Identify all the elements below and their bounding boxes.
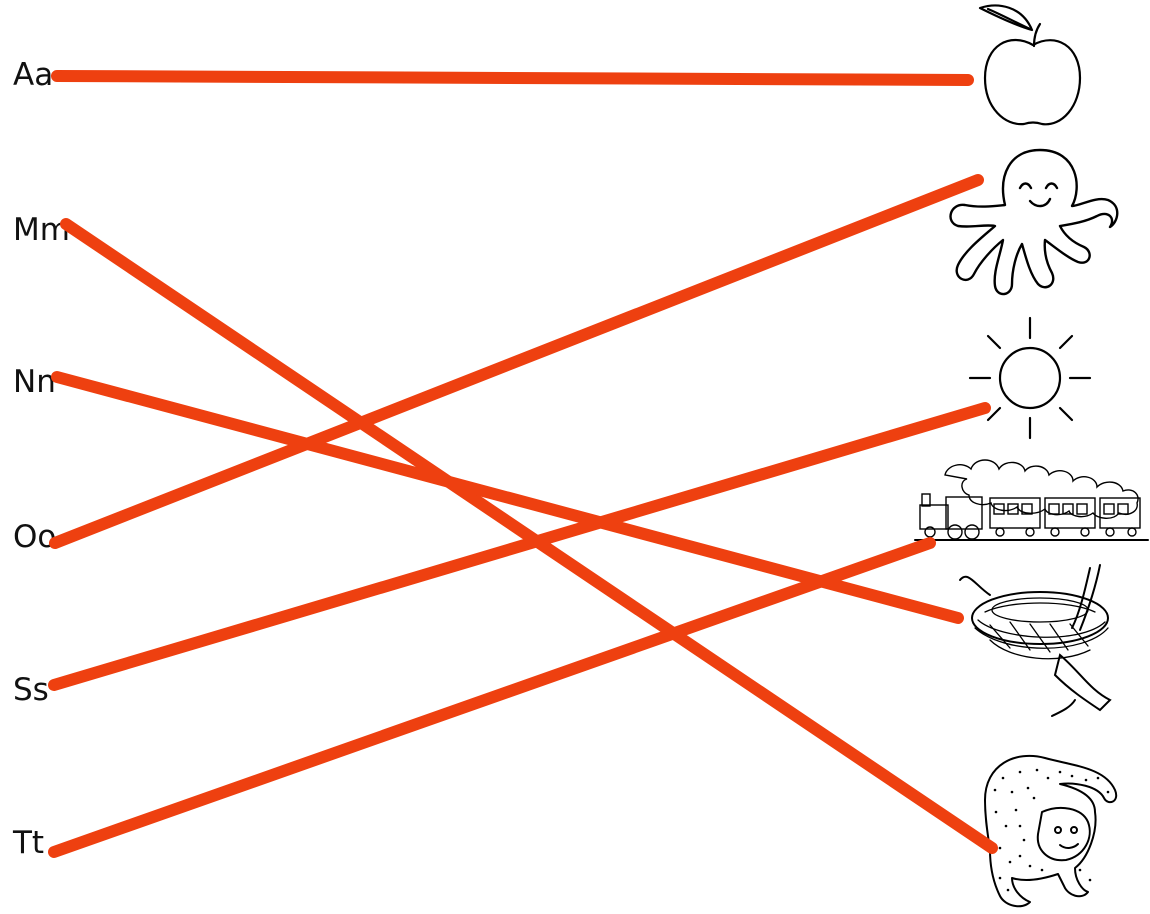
- monkey-icon[interactable]: [984, 754, 1118, 908]
- letter-o[interactable]: Oo: [13, 519, 57, 555]
- match-line-n-nest: [51, 371, 964, 624]
- letter-a[interactable]: Aa: [13, 57, 54, 93]
- octopus-icon[interactable]: [949, 148, 1119, 296]
- letter-t[interactable]: Tt: [13, 825, 45, 861]
- match-line-o-octopus: [49, 174, 984, 549]
- nest-icon[interactable]: [959, 564, 1112, 717]
- letter-m[interactable]: Mm: [13, 212, 70, 248]
- match-line-a-apple: [51, 70, 974, 86]
- letter-s[interactable]: Ss: [13, 672, 49, 708]
- match-line-t-train: [48, 537, 936, 858]
- apple-icon[interactable]: [978, 4, 1082, 126]
- sun-icon[interactable]: [968, 316, 1092, 440]
- match-line-s-sun: [48, 402, 991, 691]
- match-line-m-monkey: [60, 218, 998, 854]
- letter-n[interactable]: Nn: [13, 364, 56, 400]
- match-lines: [48, 70, 998, 858]
- train-icon[interactable]: [914, 459, 1149, 541]
